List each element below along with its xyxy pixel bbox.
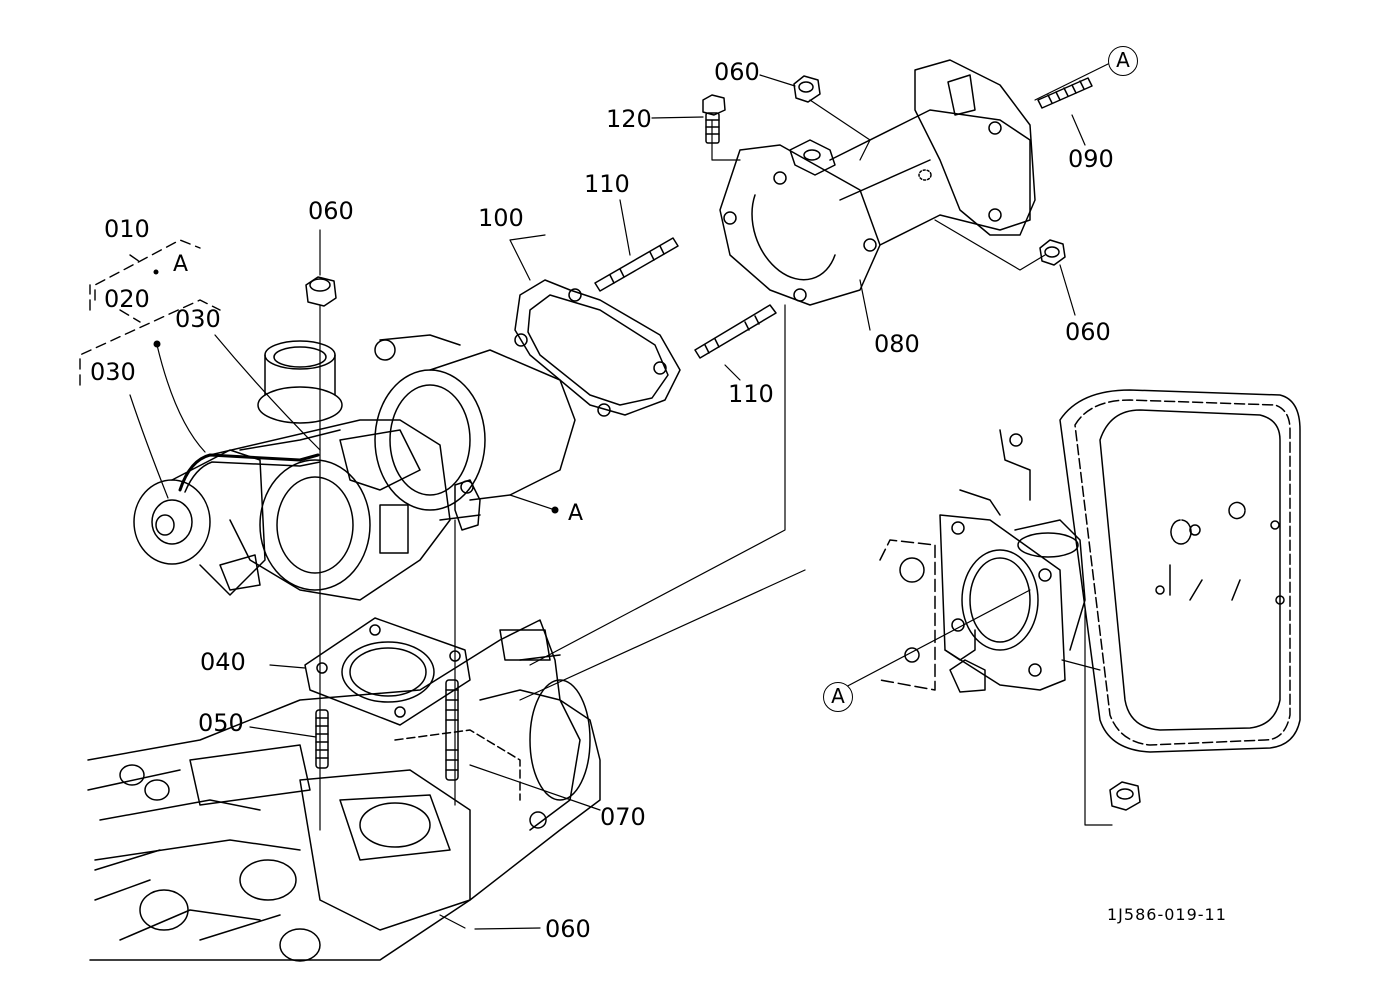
stud-110-upper	[594, 237, 679, 292]
stud-070	[445, 679, 459, 781]
stud-090	[1037, 77, 1093, 109]
ref-a-circle-top: A	[1108, 46, 1138, 76]
callout-090: 090	[1068, 145, 1114, 173]
callout-060-right: 060	[1065, 318, 1111, 346]
detail-view	[879, 389, 1301, 811]
ref-a-group: A	[173, 252, 189, 277]
callout-060-top: 060	[308, 197, 354, 225]
group-brackets	[79, 239, 221, 386]
callout-050: 050	[198, 709, 244, 737]
callout-070: 070	[600, 803, 646, 831]
callout-040: 040	[200, 648, 246, 676]
callout-060-bottom: 060	[545, 915, 591, 943]
callout-100: 100	[478, 204, 524, 232]
callout-010: 010	[104, 215, 150, 243]
ref-a-circle-detail: A	[823, 682, 853, 712]
leader-lines	[129, 63, 1113, 930]
callout-020: 020	[104, 285, 150, 313]
engine-block	[87, 619, 601, 962]
callout-030-upper: 030	[175, 305, 221, 333]
nut-060-upper	[793, 75, 821, 103]
callout-030-lower: 030	[90, 358, 136, 386]
gasket-040	[304, 617, 471, 726]
drawing-code: 1J586-019-11	[1107, 905, 1227, 924]
callout-120: 120	[606, 105, 652, 133]
ref-a-turbo: A	[568, 501, 584, 526]
callout-060-upper: 060	[714, 58, 760, 86]
turbocharger	[133, 334, 576, 601]
callout-110-upper: 110	[584, 170, 630, 198]
callout-080: 080	[874, 330, 920, 358]
stud-050	[315, 709, 329, 769]
stud-110-lower	[694, 304, 777, 359]
nut-060-right	[1039, 239, 1066, 266]
exhaust-outlet-080	[719, 59, 1036, 306]
reference-dots	[153, 269, 559, 514]
gasket-100	[514, 279, 681, 417]
nut-060-top	[305, 276, 337, 307]
callout-110-lower: 110	[728, 380, 774, 408]
bolt-120	[702, 94, 726, 144]
